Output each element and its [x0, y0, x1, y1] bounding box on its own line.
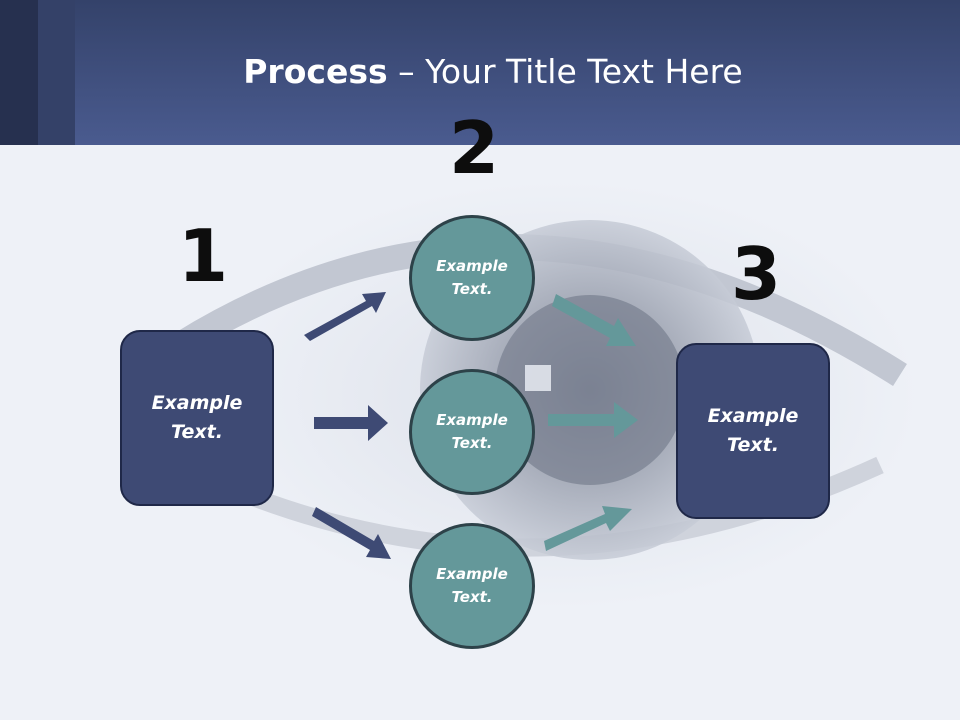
title-bold: Process — [243, 52, 388, 91]
circle-middle-label: Example Text. — [436, 411, 508, 452]
step-number-1: 1 — [178, 214, 229, 298]
step-1-label: Example Text. — [151, 392, 243, 443]
step-number-2: 2 — [449, 106, 500, 190]
arrow-left-up — [304, 292, 386, 341]
circle-bottom-label: Example Text. — [436, 565, 508, 606]
step-number-3: 3 — [731, 232, 782, 316]
arrow-right-mid — [548, 402, 638, 438]
step-2-circle-middle: Example Text. — [409, 369, 535, 495]
arrow-right-up — [544, 506, 632, 551]
step-2-circle-top: Example Text. — [409, 215, 535, 341]
header-accent-stripe — [0, 0, 38, 145]
slide-title: Process – Your Title Text Here — [0, 52, 960, 91]
circle-top-label: Example Text. — [436, 257, 508, 298]
title-rest: – Your Title Text Here — [387, 52, 743, 91]
header-accent-stripe-light — [38, 0, 75, 145]
step-2-circle-bottom: Example Text. — [409, 523, 535, 649]
step-3-label: Example Text. — [707, 405, 799, 456]
title-bar: Process – Your Title Text Here — [0, 0, 960, 145]
arrow-right-down — [552, 294, 636, 346]
step-1-box: Example Text. — [120, 330, 274, 506]
arrow-left-mid — [314, 405, 388, 441]
step-3-box: Example Text. — [676, 343, 830, 519]
arrow-left-down — [312, 507, 391, 559]
